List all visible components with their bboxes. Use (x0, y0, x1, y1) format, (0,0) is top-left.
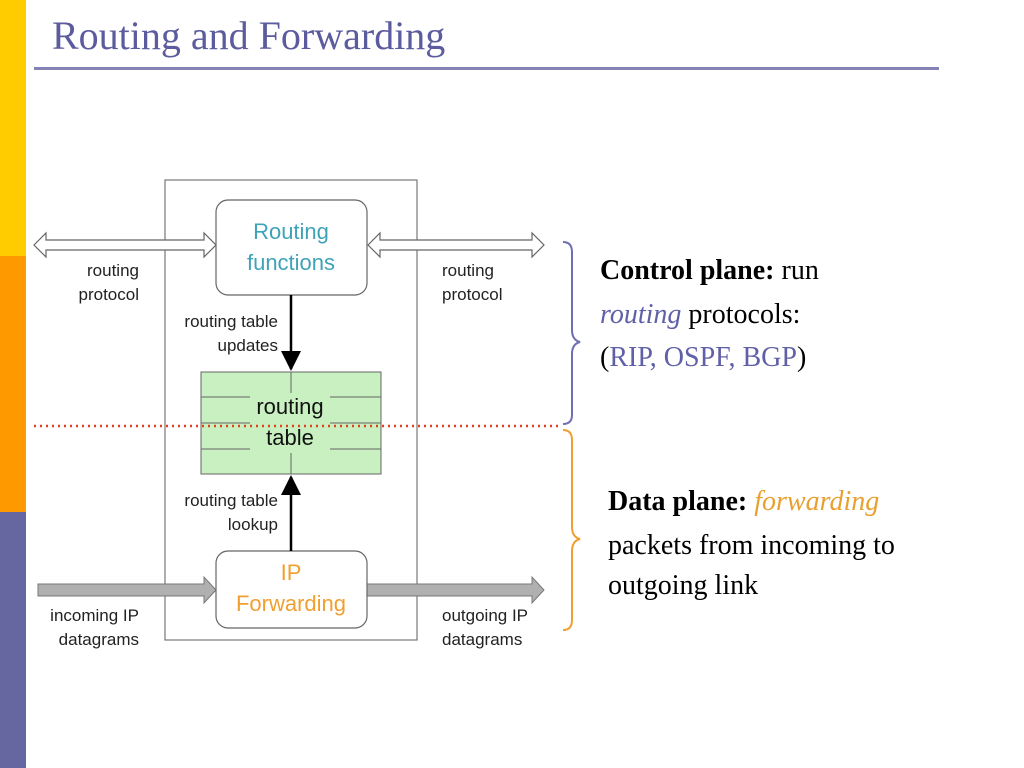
routing-table-line1: routing (256, 394, 323, 419)
control-plane-line2: routing protocols: (600, 296, 800, 334)
data-plane-brace (562, 429, 581, 631)
right-protocol-label-line1: routing (442, 261, 494, 280)
ip-forwarding-line1: IP (281, 560, 302, 585)
paren-open: ( (600, 342, 610, 373)
left-protocol-arrow (33, 231, 217, 259)
data-plane-keyword: forwarding (754, 486, 880, 517)
accent-stripe-blue (0, 512, 26, 768)
outgoing-label-line2: datagrams (442, 630, 522, 649)
accent-stripe-orange (0, 256, 26, 512)
table-updates-label-line1: routing table (184, 312, 278, 331)
control-plane-protocols-word: protocols: (681, 299, 801, 330)
outgoing-label-line1: outgoing IP (442, 606, 528, 625)
routing-functions-box (215, 199, 368, 296)
slide-title: Routing and Forwarding (52, 13, 446, 58)
routing-table-line2: table (266, 425, 314, 450)
data-plane-line1: Data plane: forwarding (608, 483, 879, 521)
incoming-label-line2: datagrams (59, 630, 139, 649)
left-protocol-label-line2: protocol (79, 285, 139, 304)
control-plane-line3: (RIP, OSPF, BGP) (600, 339, 806, 377)
routing-functions-line1: Routing (253, 219, 329, 244)
data-plane-heading: Data plane: (608, 486, 748, 517)
table-lookup-label-line1: routing table (184, 491, 278, 510)
table-lookup-label-line2: lookup (228, 515, 278, 534)
accent-stripe-yellow (0, 0, 26, 256)
routing-table-grid (200, 371, 382, 475)
incoming-datagram-arrow (37, 575, 217, 605)
ip-forwarding-line2: Forwarding (236, 591, 346, 616)
right-protocol-label-line2: protocol (442, 285, 502, 304)
left-protocol-label-line1: routing (87, 261, 139, 280)
paren-close: ) (796, 342, 807, 373)
protocol-list: RIP, OSPF, BGP (609, 342, 797, 373)
data-plane-line3: outgoing link (608, 570, 759, 601)
router-box (164, 179, 418, 641)
table-updates-label-line2: updates (218, 336, 279, 355)
incoming-label-line1: incoming IP (50, 606, 139, 625)
control-plane-brace (562, 241, 581, 425)
control-plane-heading: Control plane: (600, 255, 775, 286)
right-protocol-arrow (367, 231, 545, 259)
routing-functions-line2: functions (247, 250, 335, 275)
data-plane-line2: packets from incoming to (608, 530, 895, 561)
control-plane-line1: Control plane: run (600, 252, 819, 290)
control-plane-keyword: routing (600, 299, 682, 330)
outgoing-datagram-arrow (366, 575, 545, 605)
control-plane-run: run (774, 255, 819, 286)
title-underline (34, 67, 939, 70)
